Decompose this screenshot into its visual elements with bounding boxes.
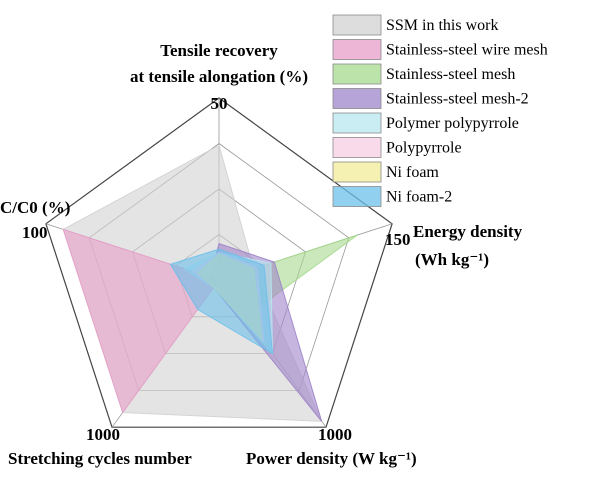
legend-label-4: Polymer polypyrrole bbox=[386, 115, 519, 132]
axis-labels: Tensile recovery at tensile alongation (%… bbox=[0, 41, 523, 468]
axis-title-1-line-0: Energy density bbox=[413, 222, 523, 241]
axis-max-3: 1000 bbox=[86, 425, 120, 444]
legend-label-5: Polypyrrole bbox=[386, 140, 462, 157]
legend-swatch-7 bbox=[332, 186, 382, 207]
axis-max-1: 150 bbox=[385, 230, 411, 249]
axis-title-0-line-0: Tensile recovery bbox=[160, 41, 278, 60]
axis-title-0-line-1: at tensile alongation (%) bbox=[130, 67, 308, 86]
legend-label-1: Stainless-steel wire mesh bbox=[386, 42, 548, 59]
axis-title-4-line-0: C/C0 (%) bbox=[0, 198, 70, 217]
radar-series bbox=[62, 144, 358, 422]
axis-title-2-line-0: Power density (W kg⁻¹) bbox=[246, 449, 417, 468]
axis-max-2: 1000 bbox=[318, 425, 352, 444]
legend-label-6: Ni foam bbox=[386, 164, 439, 181]
legend-label-3: Stainless-steel mesh-2 bbox=[386, 91, 529, 108]
legend-swatch-4 bbox=[332, 112, 382, 134]
legend-swatch-3 bbox=[332, 88, 382, 109]
axis-title-3-line-0: Stretching cycles number bbox=[8, 449, 192, 468]
legend-label-7: Ni foam-2 bbox=[386, 189, 452, 206]
legend-label-2: Stainless-steel mesh bbox=[386, 66, 515, 83]
series-area-7 bbox=[169, 248, 274, 355]
legend-swatch-2 bbox=[332, 63, 382, 85]
legend-swatch-5 bbox=[332, 137, 382, 158]
axis-max-0: 50 bbox=[211, 94, 228, 113]
axis-title-1-line-1: (Wh kg⁻¹) bbox=[415, 250, 489, 269]
legend-label-0: SSM in this work bbox=[386, 17, 498, 34]
legend-swatch-6 bbox=[332, 161, 382, 183]
legend-swatch-1 bbox=[332, 39, 382, 60]
axis-max-4: 100 bbox=[22, 223, 48, 242]
legend-swatch-0 bbox=[332, 14, 382, 36]
